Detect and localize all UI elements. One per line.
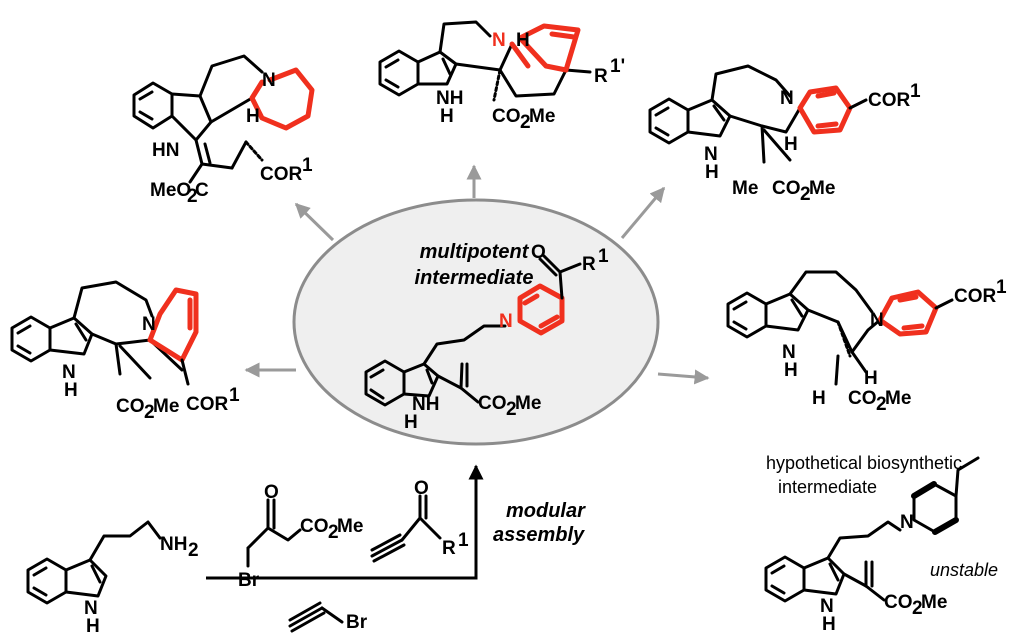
- ynone-molecule: [370, 494, 442, 563]
- tryptamine-molecule: [26, 520, 162, 605]
- tc-co2me-b: Me: [529, 106, 555, 127]
- mr-cor-sup: 1: [996, 277, 1007, 298]
- ml-cor-atom: COR: [186, 394, 229, 415]
- assembly-label-line2: assembly: [493, 524, 585, 546]
- bp-br-atom: Br: [238, 570, 260, 591]
- tc-n-atom: N: [492, 30, 506, 51]
- tr-co2me-sub: 2: [800, 184, 811, 205]
- product-top-left-molecule: [132, 54, 315, 184]
- product-top-right-molecule: [648, 64, 868, 164]
- tc-r-atom: R: [594, 66, 608, 87]
- tr-co2me-a: CO: [772, 178, 801, 199]
- tryptamine-nh2-sub: 2: [188, 540, 199, 561]
- tr-h2-atom: H: [705, 162, 719, 183]
- tr-cor-atom: COR: [868, 90, 911, 111]
- tr-me-atom: Me: [732, 178, 758, 199]
- unstable-label: unstable: [930, 560, 998, 580]
- tl-n-atom: N: [262, 70, 276, 91]
- bp-co2me-sub: 2: [328, 522, 339, 543]
- tr-n2-atom: N: [704, 144, 718, 165]
- central-n-atom: N: [499, 311, 513, 332]
- central-co2me-a: CO: [478, 393, 507, 414]
- central-o-atom: O: [531, 242, 546, 263]
- mr-h2-atom: H: [784, 360, 798, 381]
- hypothetical-label-line2: intermediate: [778, 477, 877, 497]
- ynone-r-sup: 1: [458, 530, 469, 551]
- tl-meo2c-b: C: [195, 180, 209, 201]
- central-co2me-b: Me: [515, 393, 541, 414]
- tc-h2-atom: H: [440, 106, 454, 127]
- central-ellipse: [292, 198, 660, 446]
- mr-h3-atom: H: [812, 388, 826, 409]
- ml-co2me-sub: 2: [144, 402, 155, 423]
- assembly-label-line1: modular: [506, 500, 586, 522]
- hypo-nh-atom: N: [820, 596, 834, 617]
- tc-co2me-sub: 2: [520, 112, 531, 133]
- hypothetical-label-line1: hypothetical biosynthetic: [766, 453, 962, 473]
- tryptamine-h-atom: H: [86, 616, 100, 637]
- hypothetical-intermediate-molecule: [764, 456, 980, 603]
- tr-n-atom: N: [780, 88, 794, 109]
- central-nh-atom: NH: [412, 394, 439, 415]
- hypo-co2me-a: CO: [884, 592, 913, 613]
- ml-h-atom: H: [64, 380, 78, 401]
- tc-h-atom: H: [516, 30, 530, 51]
- central-r-sup: 1: [598, 246, 609, 267]
- tc-nh-atom: NH: [436, 88, 463, 109]
- hypo-co2me-b: Me: [921, 592, 947, 613]
- ml-co2me-b: Me: [153, 396, 179, 417]
- mr-n2-atom: N: [782, 342, 796, 363]
- mr-n-atom: N: [870, 310, 884, 331]
- tc-co2me-a: CO: [492, 106, 521, 127]
- bp-o-atom: O: [264, 482, 279, 503]
- bromopyruvate-molecule: [246, 498, 302, 568]
- product-middle-left-molecule: [10, 280, 199, 386]
- hypo-n-atom: N: [900, 512, 914, 533]
- ml-n-atom: N: [142, 314, 156, 335]
- center-label-line2: intermediate: [415, 267, 534, 289]
- tryptamine-n-atom: N: [84, 598, 98, 619]
- tl-h-atom: H: [246, 106, 260, 127]
- product-arrows: [244, 164, 710, 385]
- central-h-atom: H: [404, 412, 418, 433]
- bp-co2me-a: CO: [300, 516, 329, 537]
- ynone-r-atom: R: [442, 538, 456, 559]
- tl-cor-sup: 1: [302, 155, 313, 176]
- assembly-arrow: [206, 464, 484, 580]
- hypo-h-atom: H: [822, 614, 836, 635]
- ynone-o-atom: O: [414, 478, 429, 499]
- tl-meo2c-a: MeO: [150, 180, 191, 201]
- central-intermediate-molecule: [364, 254, 582, 407]
- tr-h-atom: H: [784, 134, 798, 155]
- mr-cor-atom: COR: [954, 286, 997, 307]
- mr-co2me-a: CO: [848, 388, 877, 409]
- ml-n2-atom: N: [62, 362, 76, 383]
- tryptamine-nh2-atom: NH: [160, 534, 187, 555]
- ml-cor-sup: 1: [229, 385, 240, 406]
- central-r-atom: R: [582, 254, 596, 275]
- mr-co2me-b: Me: [885, 388, 911, 409]
- tl-hn-atom: HN: [152, 140, 179, 161]
- tr-co2me-b: Me: [809, 178, 835, 199]
- hypo-co2me-sub: 2: [912, 598, 923, 619]
- product-top-center-molecule: [378, 20, 592, 102]
- pb-br-atom: Br: [346, 612, 368, 633]
- center-label-line1: multipotent: [420, 241, 530, 263]
- mr-h-atom: H: [864, 368, 878, 389]
- tc-r-sup: 1': [610, 56, 625, 77]
- tr-cor-sup: 1: [910, 81, 921, 102]
- propargyl-bromide-molecule: [288, 601, 344, 633]
- product-middle-right-molecule: [726, 270, 954, 386]
- ml-co2me-a: CO: [116, 396, 145, 417]
- central-co2me-sub: 2: [506, 399, 517, 420]
- tl-meo2c-sub: 2: [187, 186, 198, 207]
- bp-co2me-b: Me: [337, 516, 363, 537]
- mr-co2me-sub: 2: [876, 394, 887, 415]
- tl-cor-atom: COR: [260, 164, 303, 185]
